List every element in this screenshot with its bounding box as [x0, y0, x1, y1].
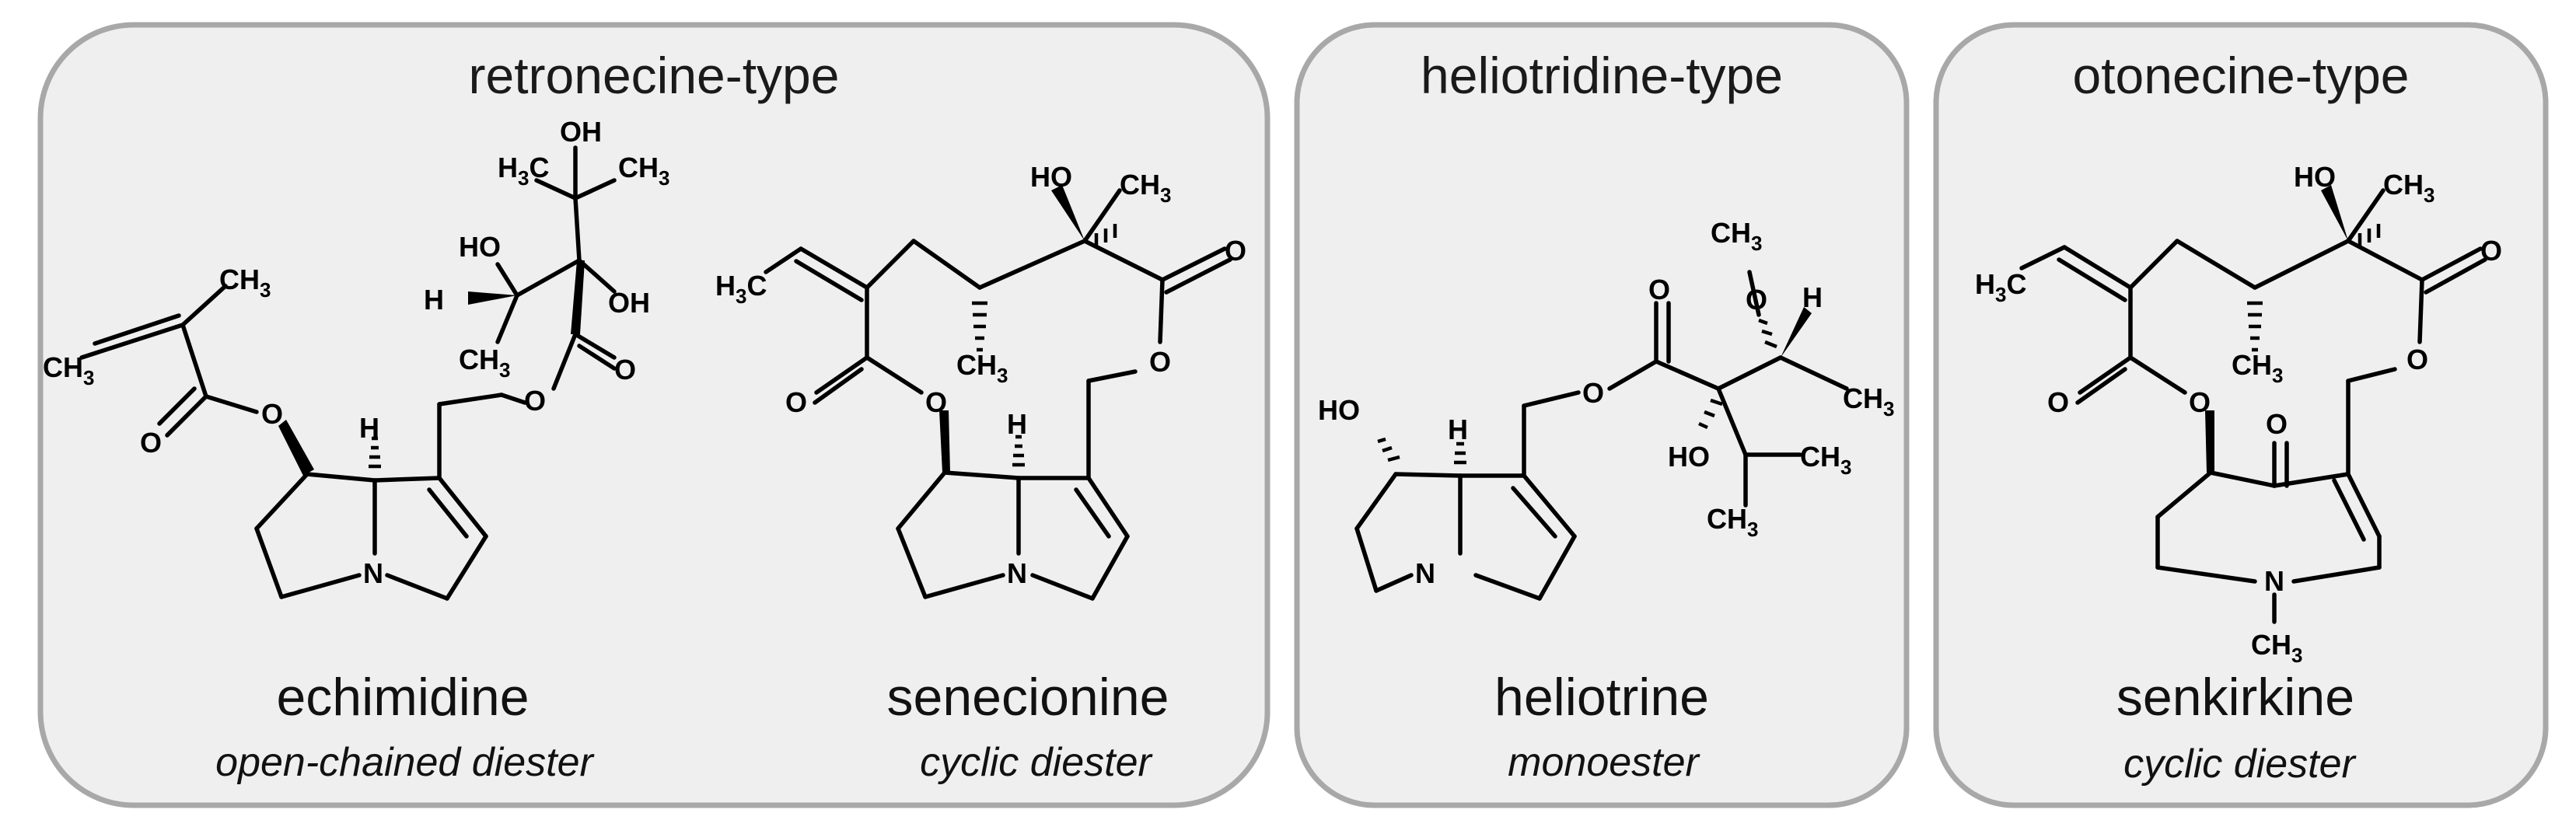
- svg-text:CH3: CH3: [1707, 503, 1758, 541]
- svg-text:O: O: [140, 427, 162, 459]
- svg-text:CH3: CH3: [219, 263, 271, 302]
- hash-bond: [369, 436, 381, 469]
- svg-text:O: O: [524, 385, 546, 417]
- compound-name-echimidine: echimidine: [276, 668, 529, 727]
- svg-text:H: H: [1007, 408, 1027, 440]
- svg-text:CH3: CH3: [1800, 441, 1851, 479]
- compound-descriptor-echimidine: open-chained diester: [215, 740, 595, 785]
- svg-text:O: O: [785, 386, 807, 418]
- svg-text:CH3: CH3: [618, 152, 669, 190]
- svg-text:CH3: CH3: [2232, 349, 2283, 387]
- structure-senecionine: [764, 185, 1232, 601]
- atom-labels-heliotrine: HO H N O O HO CH3 CH3 CH3 H O CH3: [1318, 217, 1894, 589]
- svg-text:HO: HO: [2294, 161, 2336, 193]
- structure-senkirkine: [2019, 185, 2487, 624]
- svg-text:O: O: [1149, 346, 1171, 378]
- svg-text:OH: OH: [560, 116, 602, 148]
- svg-text:O: O: [1225, 235, 1246, 267]
- svg-text:O: O: [2406, 344, 2428, 375]
- svg-text:N: N: [1415, 557, 1435, 589]
- svg-text:O: O: [261, 398, 283, 430]
- svg-text:H: H: [1448, 414, 1468, 445]
- svg-text:HO: HO: [1318, 394, 1360, 426]
- panel-retronecine-type: [37, 22, 1271, 808]
- compound-descriptor-senecionine: cyclic diester: [920, 740, 1153, 785]
- svg-text:CH3: CH3: [1711, 217, 1762, 255]
- svg-text:O: O: [925, 386, 947, 418]
- svg-text:O: O: [2266, 408, 2288, 440]
- svg-text:CH3: CH3: [2383, 169, 2434, 207]
- compound-descriptor-senkirkine: cyclic diester: [2123, 742, 2357, 787]
- svg-text:H: H: [1802, 281, 1823, 313]
- svg-text:N: N: [1007, 557, 1027, 589]
- compound-descriptor-heliotrine: monoester: [1508, 740, 1700, 785]
- svg-text:H: H: [424, 284, 444, 316]
- hash-bonds-senecionine: [972, 224, 1117, 467]
- svg-text:HO: HO: [1668, 441, 1710, 473]
- svg-text:O: O: [2047, 386, 2069, 418]
- svg-text:O: O: [1582, 377, 1604, 409]
- svg-text:HO: HO: [1030, 161, 1072, 193]
- svg-text:HO: HO: [459, 231, 501, 263]
- hash-bonds-heliotrine: [1377, 318, 1777, 465]
- panel-title-retronecine: retronecine-type: [469, 47, 840, 104]
- svg-text:CH3: CH3: [43, 351, 94, 389]
- svg-text:CH3: CH3: [1843, 382, 1894, 420]
- panel-title-heliotridine: heliotridine-type: [1421, 47, 1783, 104]
- panel-otonecine-type: [1933, 22, 2549, 808]
- structure-heliotrine: [1354, 270, 1849, 601]
- svg-text:O: O: [1648, 274, 1670, 305]
- structure-echimidine: [79, 145, 617, 601]
- svg-text:O: O: [614, 354, 636, 386]
- svg-text:O: O: [2480, 235, 2502, 267]
- compound-name-senecionine: senecionine: [887, 668, 1169, 727]
- svg-text:H3C: H3C: [715, 270, 767, 308]
- compound-name-senkirkine: senkirkine: [2116, 668, 2354, 727]
- compound-name-heliotrine: heliotrine: [1494, 668, 1709, 727]
- svg-text:O: O: [1746, 284, 1767, 316]
- svg-text:H: H: [359, 412, 379, 444]
- svg-text:CH3: CH3: [1120, 169, 1171, 207]
- svg-text:N: N: [363, 557, 383, 589]
- panel-heliotridine-type: [1294, 22, 1910, 808]
- hash-bonds-senkirkine: [2247, 224, 2381, 352]
- svg-text:CH3: CH3: [2251, 629, 2302, 667]
- svg-text:OH: OH: [608, 287, 650, 319]
- panel-title-otonecine: otonecine-type: [2073, 47, 2410, 104]
- svg-text:H3C: H3C: [498, 152, 549, 190]
- svg-text:N: N: [2264, 565, 2284, 597]
- atom-labels-senkirkine: H3C O O O N CH3 HO CH3 O O CH3: [1975, 161, 2502, 667]
- svg-text:CH3: CH3: [459, 344, 510, 382]
- svg-text:H3C: H3C: [1975, 268, 2026, 306]
- atom-labels-senecionine: H3C O O H N HO CH3 O O CH3: [715, 161, 1246, 589]
- atom-labels-echimidine: CH3 CH3 O O H N O O OH HO H CH3 OH H3C C…: [43, 116, 669, 589]
- svg-text:O: O: [2189, 386, 2211, 418]
- svg-text:CH3: CH3: [956, 349, 1008, 387]
